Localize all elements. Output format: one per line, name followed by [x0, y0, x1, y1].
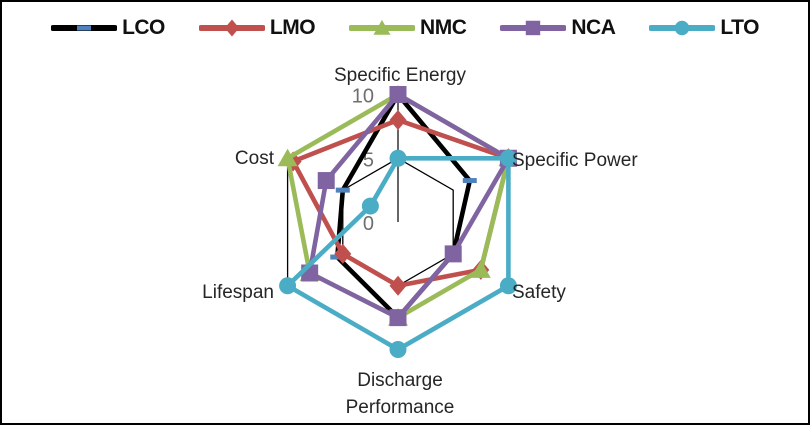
legend-item-LTO: LTO: [648, 16, 759, 40]
legend-sample-LCO: [50, 17, 119, 39]
series-LMO-diamond-marker: [334, 243, 352, 264]
legend-item-LMO: LMO: [197, 16, 316, 40]
axis-title-safety: Safety: [512, 282, 566, 303]
legend-label-NCA: NCA: [571, 16, 616, 39]
legend-sample-NMC: [348, 17, 417, 39]
series-LTO-circle-marker: [389, 149, 407, 167]
tick-label-0: 0: [363, 213, 374, 235]
legend-diamond-marker-LMO: [224, 19, 240, 37]
series-LTO: [279, 149, 517, 358]
series-NMC-triangle-marker: [277, 148, 298, 167]
series-LTO-circle-marker: [279, 277, 297, 295]
axis-title-specific-energy: Specific Energy: [334, 65, 467, 86]
legend-label-LTO: LTO: [720, 16, 759, 39]
series-NCA-square-marker: [317, 172, 335, 190]
axis-title-specific-power: Specific Power: [512, 150, 638, 171]
legend-sample-LMO: [197, 17, 266, 39]
series-LCO-dash-marker: [462, 178, 477, 184]
series-LTO-circle-marker: [499, 277, 517, 295]
series-NCA-square-marker: [389, 309, 407, 327]
legend-item-NMC: NMC: [348, 16, 467, 40]
series-LTO-circle-marker: [389, 341, 407, 358]
chart-legend: LCO LMO NMC NCA LTO: [2, 16, 808, 40]
series-NCA-square-marker: [389, 86, 407, 103]
legend-label-LCO: LCO: [122, 16, 165, 39]
legend-square-marker-NCA: [526, 20, 541, 36]
legend-sample-NCA: [499, 17, 568, 39]
series-LTO-circle-marker: [361, 197, 379, 215]
series-LMO-line: [290, 117, 511, 289]
legend-circle-marker-LTO: [675, 20, 690, 36]
axis-title-lifespan: Lifespan: [202, 282, 274, 303]
series-LMO-diamond-marker: [389, 110, 407, 130]
series-NCA-square-marker: [444, 245, 462, 263]
legend-label-NMC: NMC: [420, 16, 467, 39]
legend-dash-marker-LCO: [77, 25, 92, 31]
axis-title-cost: Cost: [235, 148, 275, 169]
series-NMC-triangle-marker: [470, 260, 491, 278]
legend-sample-LTO: [648, 17, 717, 39]
series-LCO-dash-marker: [335, 187, 350, 193]
tick-label-10: 10: [352, 86, 374, 108]
legend-item-NCA: NCA: [499, 16, 616, 40]
tick-label-5: 5: [363, 149, 374, 171]
legend-item-LCO: LCO: [50, 16, 165, 40]
series-LTO-circle-marker: [499, 149, 517, 167]
series-LMO-diamond-marker: [389, 275, 407, 296]
legend-triangle-marker-NMC: [373, 19, 391, 35]
legend-label-LMO: LMO: [269, 16, 316, 39]
